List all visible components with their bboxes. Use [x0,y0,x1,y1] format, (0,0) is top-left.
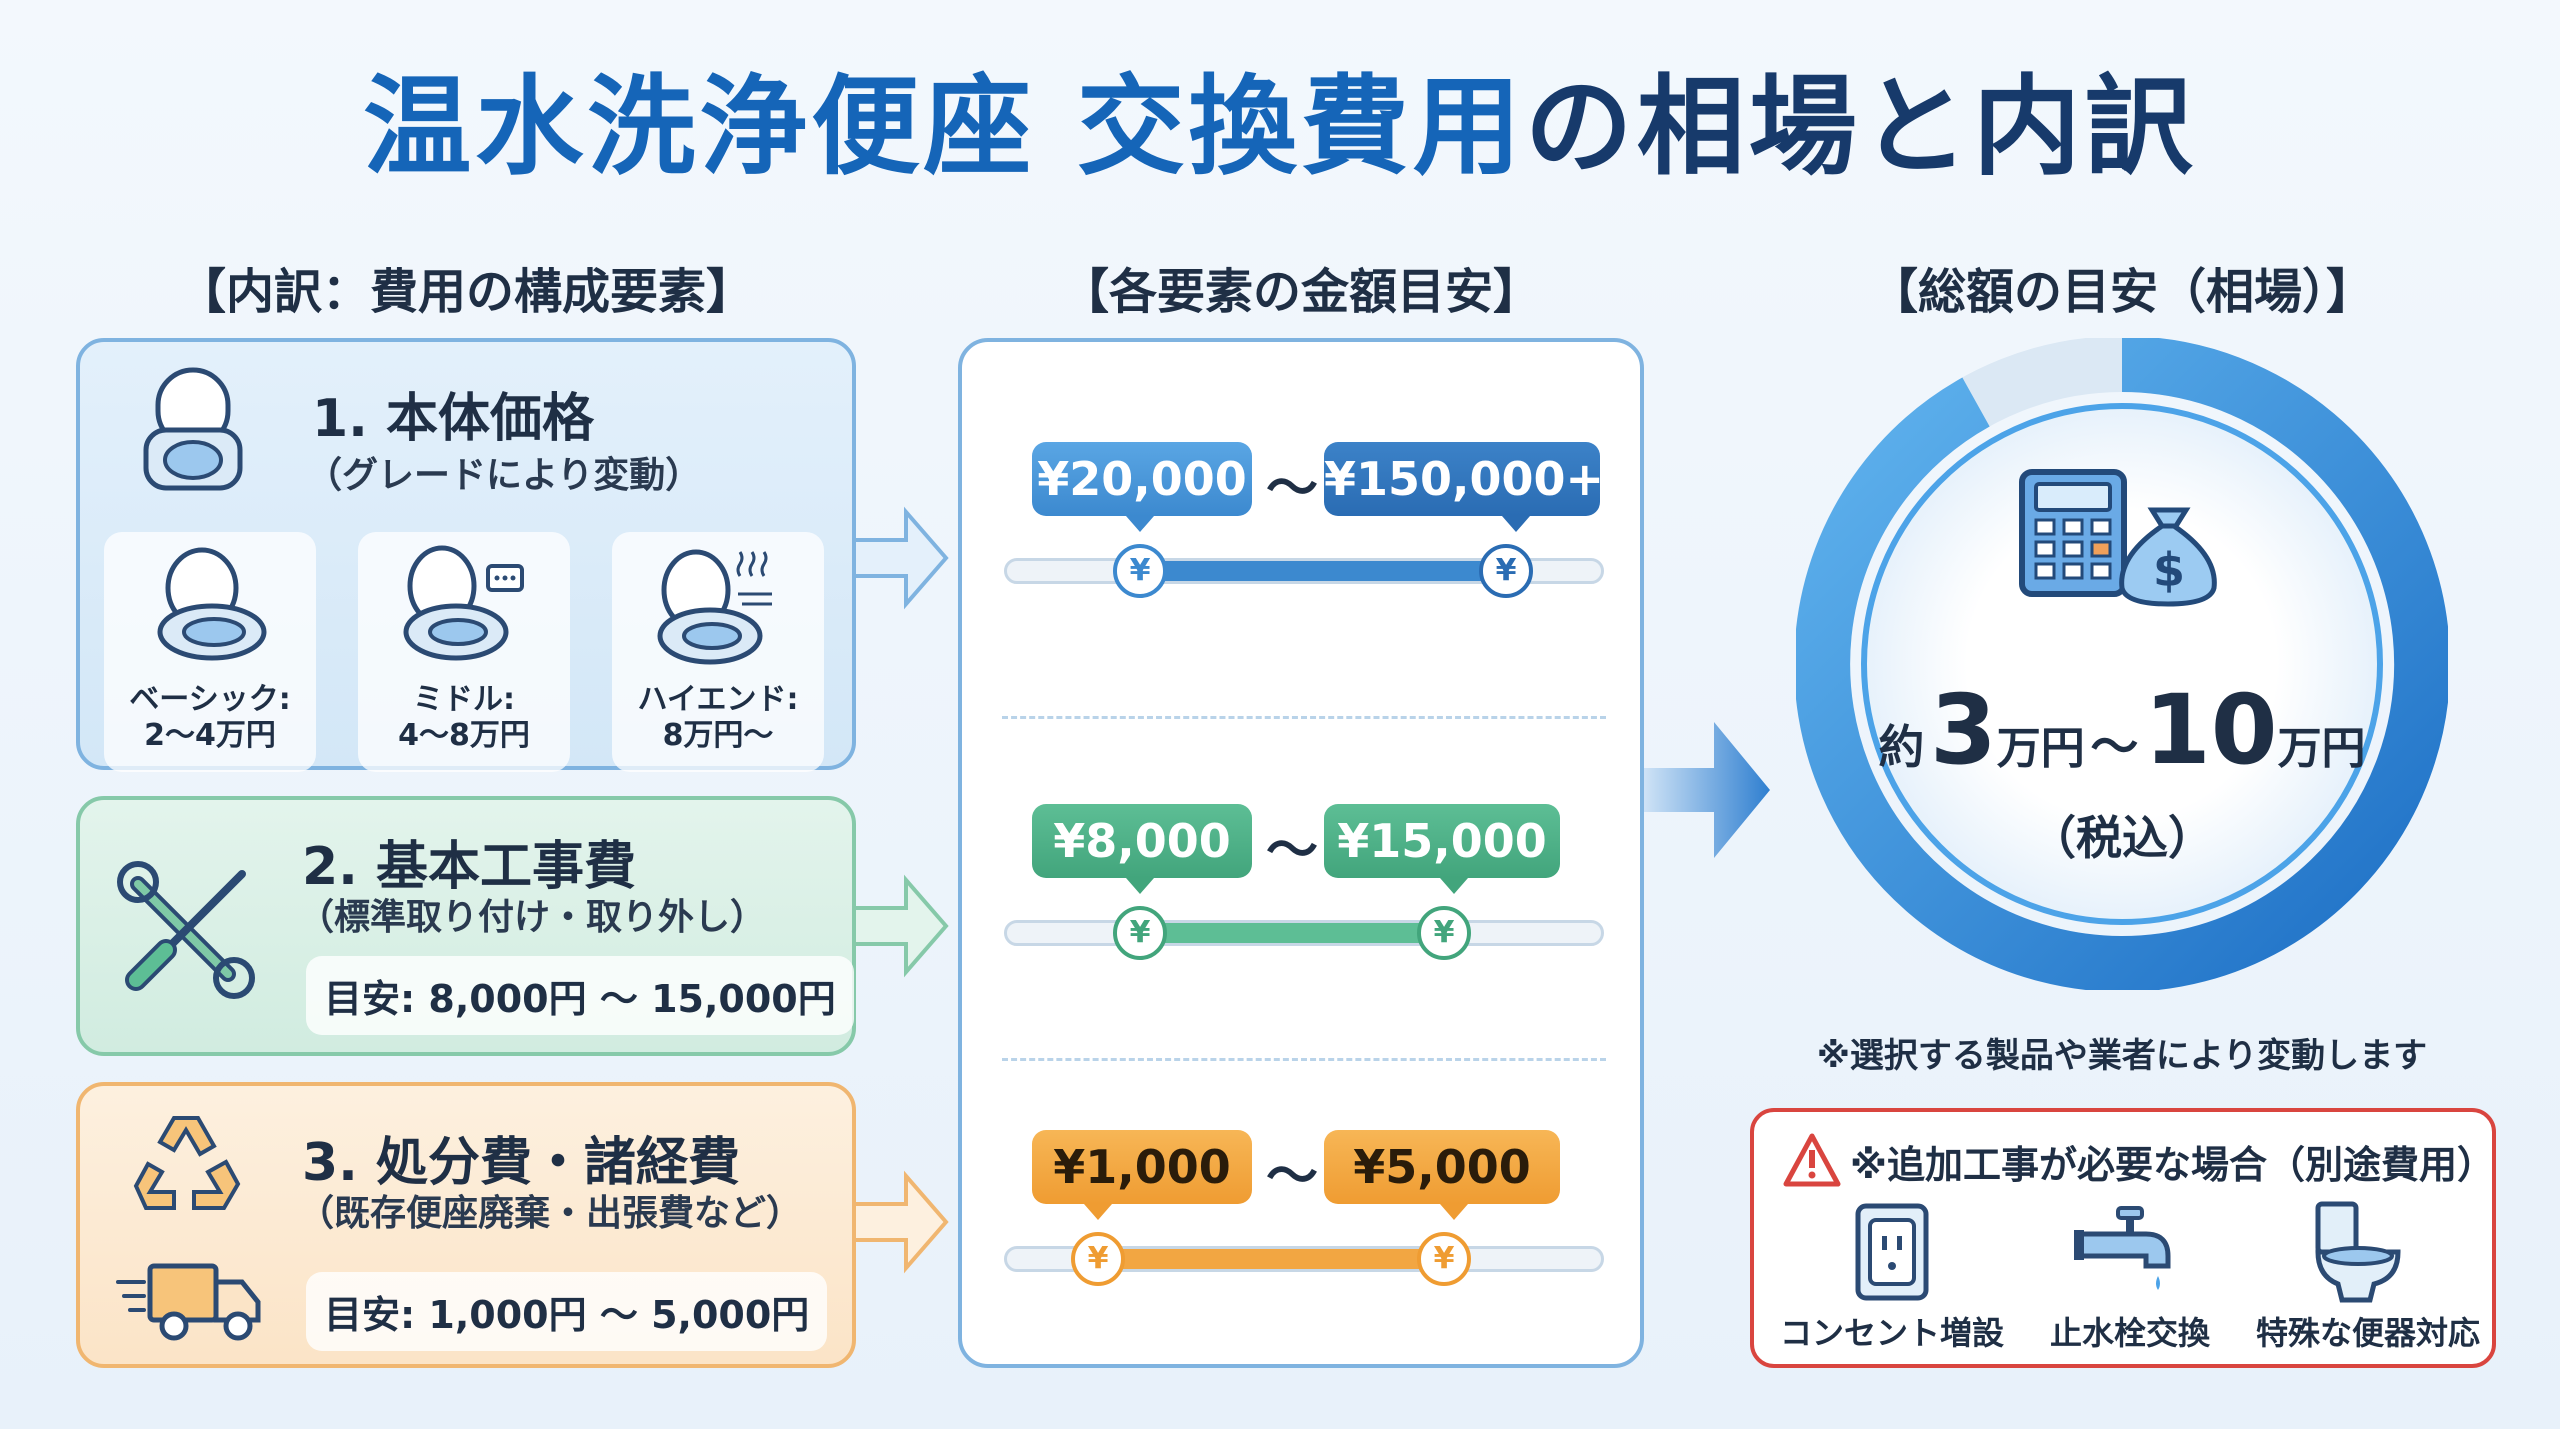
range-fill [1140,561,1506,581]
big-arrow-right-icon [1644,722,1770,858]
total-note: ※選択する製品や業者により変動します [1816,1036,2428,1076]
outlet-icon [1855,1203,1929,1301]
grade-highend: ハイエンド: 8万円〜 [612,532,824,772]
toilet-icon [2315,1201,2401,1303]
page-title: 温水洗浄便座 交換費用の相場と内訳 [0,40,2560,196]
arrow-right-icon [852,506,949,610]
tilde: 〜 [1266,1147,1319,1207]
price-min: ¥1,000 [1032,1130,1252,1204]
extra-item-label: 止水栓交換 [2049,1314,2210,1352]
range-knob-max: ¥ [1479,544,1533,598]
highend-seat-icon [657,549,772,665]
calculator-icon [2019,469,2127,597]
total-min-unit: 万円 [1996,723,2085,774]
card-subtitle: （既存便座廃棄・出張費など） [298,1193,803,1234]
total-max-unit: 万円 [2277,723,2366,774]
grade-range: 4〜8万円 [398,718,530,753]
title-part2: の相場と内訳 [1524,65,2197,190]
extra-work-box: ※追加工事が必要な場合（別途費用） コンセント増設 止水栓交換 特殊な便器対応 [1750,1108,2496,1368]
estimate-badge: 目安: 8,000円 〜 15,000円 [306,956,854,1035]
total-tax: （税込） [2030,811,2214,865]
range-knob-max: ¥ [1417,1232,1471,1286]
arrow-right-icon [852,1170,949,1274]
card-subtitle: （グレードにより変動） [306,455,702,496]
range-knob-max: ¥ [1417,906,1471,960]
price-max: ¥5,000 [1324,1130,1560,1204]
pill-pointer [1440,878,1468,894]
range-knob-min: ¥ [1113,906,1167,960]
column-header-amounts: 【各要素の金額目安】 [1060,264,1541,320]
grade-basic: ベーシック: 2〜4万円 [104,532,316,772]
ring-graphic [1796,338,2448,990]
total-range: 約 3万円 〜 10万円 [1796,674,2448,786]
tilde: 〜 [1266,821,1319,881]
middle-seat-icon [403,545,524,661]
card-installation: 2. 基本工事費 （標準取り付け・取り外し） 目安: 8,000円 〜 15,0… [76,796,856,1056]
total-max: 10 [2143,674,2278,786]
price-min: ¥8,000 [1032,804,1252,878]
pill-pointer [1084,1204,1112,1220]
divider [1002,716,1606,719]
price-max: ¥150,000+ [1324,442,1604,516]
total-ring: $ 約 3万円 〜 10万円 （税込） [1796,338,2448,990]
price-max: ¥15,000 [1324,804,1560,878]
tilde: 〜 [1266,459,1319,519]
pill-pointer [1440,1204,1468,1220]
total-min: 3 [1930,674,1997,786]
grade-range: 8万円〜 [662,718,774,753]
wrench-screwdriver-icon [117,861,255,999]
money-bag-icon: $ [2119,507,2217,607]
card-title: 2. 基本工事費 [302,837,637,897]
toilet-seat-icon [143,367,243,491]
estimate-badge: 目安: 1,000円 〜 5,000円 [306,1272,828,1351]
grade-name: ベーシック: [129,682,291,717]
range-knob-min: ¥ [1071,1232,1125,1286]
range-fill [1098,1249,1444,1269]
pill-pointer [1126,878,1154,894]
range-knob-min: ¥ [1113,544,1167,598]
grade-range: 2〜4万円 [144,718,276,753]
truck-icon [116,1263,261,1341]
warning-icon [1783,1133,1841,1187]
grade-name: ハイエンド: [637,682,799,717]
svg-text:$: $ [2153,543,2185,597]
card-title: 3. 処分費・諸経費 [302,1133,741,1193]
card-subtitle: （標準取り付け・取り外し） [298,897,767,938]
range-fill [1140,923,1444,943]
grade-name: ミドル: [413,682,515,717]
price-min: ¥20,000 [1032,442,1252,516]
card-body-price: 1. 本体価格 （グレードにより変動） ベーシック: 2〜4万円 ミドル: 4〜… [76,338,856,772]
amount-panel: ¥20,000 〜 ¥150,000+ ¥ ¥ ¥8,000 〜 ¥15,000… [958,338,1644,1368]
title-part1: 温水洗浄便座 交換費用 [363,65,1525,190]
basic-seat-icon [157,547,267,661]
grade-middle: ミドル: 4〜8万円 [358,532,570,772]
faucet-icon [2074,1206,2171,1290]
total-prefix: 約 [1878,720,1925,774]
column-header-total: 【総額の目安（相場）】 [1869,264,2374,320]
extra-item-label: コンセント増設 [1779,1314,2004,1352]
extra-title: ※追加工事が必要な場合（別途費用） [1850,1143,2495,1187]
total-tilde: 〜 [2090,719,2139,775]
divider [1002,1058,1606,1061]
extra-item-label: 特殊な便器対応 [2255,1314,2480,1352]
card-disposal: 3. 処分費・諸経費 （既存便座廃棄・出張費など） 目安: 1,000円 〜 5… [76,1082,856,1368]
pill-pointer [1502,516,1530,532]
pill-pointer [1126,516,1154,532]
column-header-breakdown: 【内訳：費用の構成要素】 [177,264,754,320]
card-title: 1. 本体価格 [312,389,595,449]
arrow-right-icon [852,874,949,978]
recycle-icon [133,1116,241,1210]
